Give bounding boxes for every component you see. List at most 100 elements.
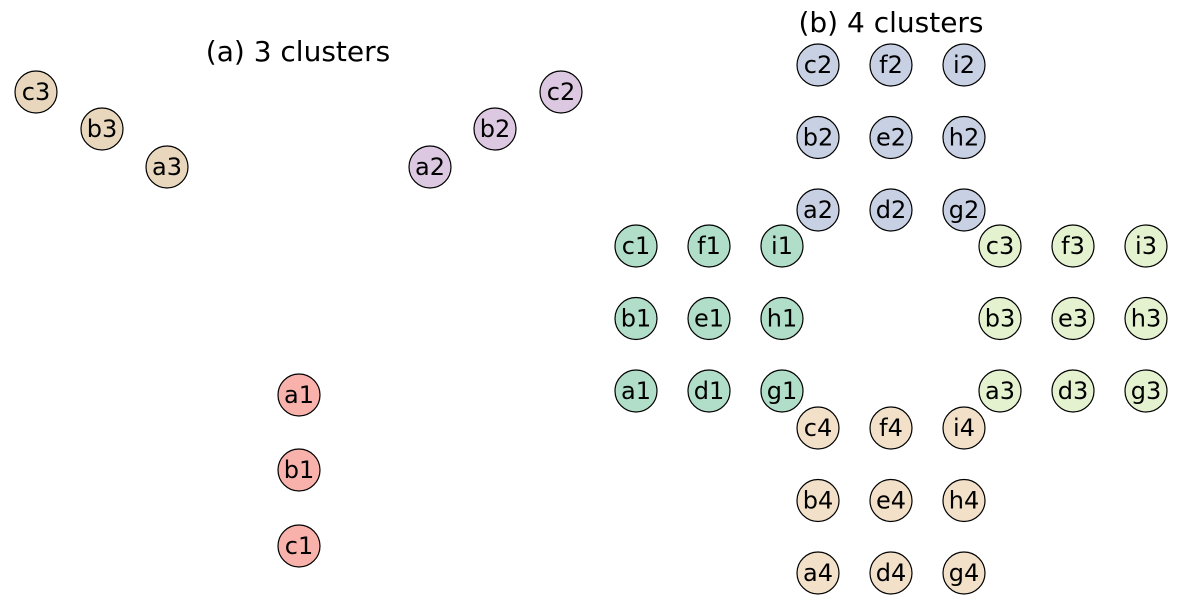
- node-label: i2: [953, 51, 975, 79]
- node-label: b1: [284, 456, 315, 484]
- node-label: c3: [986, 232, 1014, 260]
- panel-b-node-f4: f4: [869, 406, 913, 450]
- node-circle: [1124, 296, 1168, 341]
- node-label: g3: [1131, 377, 1162, 405]
- panel-b-node-c3: c3: [978, 224, 1022, 268]
- node-circle: [687, 296, 731, 341]
- panel-b-node-a4: a4: [796, 551, 840, 595]
- panel-b-node-a3: a3: [978, 369, 1022, 413]
- panel-b-node-b1: b1: [614, 296, 658, 341]
- node-label: h4: [949, 487, 979, 515]
- panel-a-node-a1: a1: [277, 373, 321, 417]
- node-circle: [614, 296, 658, 341]
- panel-b-node-e2: e2: [869, 115, 913, 160]
- panel-b-node-f3: f3: [1051, 224, 1095, 268]
- node-label: f4: [879, 414, 903, 442]
- node-label: b4: [803, 487, 834, 515]
- panel-b-node-g2: g2: [942, 188, 986, 232]
- panel-b-node-d3: d3: [1051, 369, 1095, 413]
- node-circle: [473, 107, 517, 151]
- panel-b-node-d1: d1: [687, 369, 731, 413]
- panel-a-title: (a) 3 clusters: [206, 35, 390, 68]
- node-label: b2: [803, 124, 834, 152]
- node-circle: [614, 224, 658, 268]
- panel-b-node-i2: i2: [942, 43, 986, 87]
- node-label: f3: [1061, 232, 1085, 260]
- node-circle: [978, 224, 1022, 268]
- node-label: d4: [876, 559, 907, 587]
- panel-b-node-h3: h3: [1124, 296, 1168, 341]
- node-label: i1: [771, 232, 793, 260]
- node-circle: [942, 43, 986, 87]
- panel-a-node-b1: b1: [277, 448, 321, 492]
- node-circle: [796, 406, 840, 450]
- node-label: i3: [1135, 232, 1157, 260]
- node-circle: [942, 406, 986, 450]
- node-label: b3: [87, 115, 118, 143]
- panel-b-node-b2: b2: [796, 115, 840, 160]
- panel-b-node-b3: b3: [978, 296, 1022, 341]
- node-label: e4: [876, 487, 906, 515]
- node-label: b1: [621, 305, 652, 333]
- node-label: a2: [803, 196, 833, 224]
- panel-a-node-c2: c2: [539, 70, 583, 114]
- node-label: h3: [1131, 305, 1161, 333]
- node-circle: [942, 478, 986, 523]
- node-circle: [14, 70, 58, 114]
- node-label: c1: [285, 532, 313, 560]
- node-label: g2: [949, 196, 980, 224]
- node-label: d3: [1058, 377, 1089, 405]
- node-circle: [796, 188, 840, 232]
- panel-b-node-h4: h4: [942, 478, 986, 523]
- node-circle: [539, 70, 583, 114]
- node-circle: [760, 296, 804, 341]
- node-label: a3: [985, 377, 1015, 405]
- node-circle: [796, 551, 840, 595]
- panel-a-node-a2: a2: [408, 145, 452, 189]
- panel-b-node-d2: d2: [869, 188, 913, 232]
- panel-b-node-e3: e3: [1051, 296, 1095, 341]
- node-label: b2: [480, 115, 511, 143]
- node-circle: [796, 478, 840, 523]
- node-label: f2: [879, 51, 903, 79]
- node-circle: [760, 369, 804, 413]
- node-label: c4: [804, 414, 832, 442]
- node-label: e3: [1058, 305, 1088, 333]
- node-label: a2: [415, 153, 445, 181]
- panel-a-node-b3: b3: [80, 107, 124, 151]
- node-label: g4: [949, 559, 980, 587]
- node-label: e2: [876, 124, 906, 152]
- panel-b-node-a2: a2: [796, 188, 840, 232]
- node-circle: [687, 369, 731, 413]
- panel-b-node-e1: e1: [687, 296, 731, 341]
- node-circle: [760, 224, 804, 268]
- panel-b-node-c2: c2: [796, 43, 840, 87]
- node-circle: [869, 115, 913, 160]
- node-circle: [687, 224, 731, 268]
- node-label: c2: [547, 78, 575, 106]
- node-label: a1: [284, 381, 314, 409]
- node-label: h1: [767, 305, 797, 333]
- panel-b-node-h1: h1: [760, 296, 804, 341]
- panel-b-node-g4: g4: [942, 551, 986, 595]
- panel-a-node-b2: b2: [473, 107, 517, 151]
- panel-a-node-a3: a3: [145, 145, 189, 189]
- panel-b-node-c4: c4: [796, 406, 840, 450]
- node-circle: [80, 107, 124, 151]
- node-circle: [614, 369, 658, 413]
- panel-b-node-f2: f2: [869, 43, 913, 87]
- panel-b-node-e4: e4: [869, 478, 913, 523]
- node-circle: [277, 373, 321, 417]
- node-label: a1: [621, 377, 651, 405]
- panel-b-node-f1: f1: [687, 224, 731, 268]
- node-circle: [1051, 224, 1095, 268]
- node-circle: [1051, 369, 1095, 413]
- node-label: d2: [876, 196, 907, 224]
- node-label: i4: [953, 414, 975, 442]
- node-circle: [796, 115, 840, 160]
- node-circle: [942, 188, 986, 232]
- panel-b-node-d4: d4: [869, 551, 913, 595]
- node-circle: [277, 524, 321, 568]
